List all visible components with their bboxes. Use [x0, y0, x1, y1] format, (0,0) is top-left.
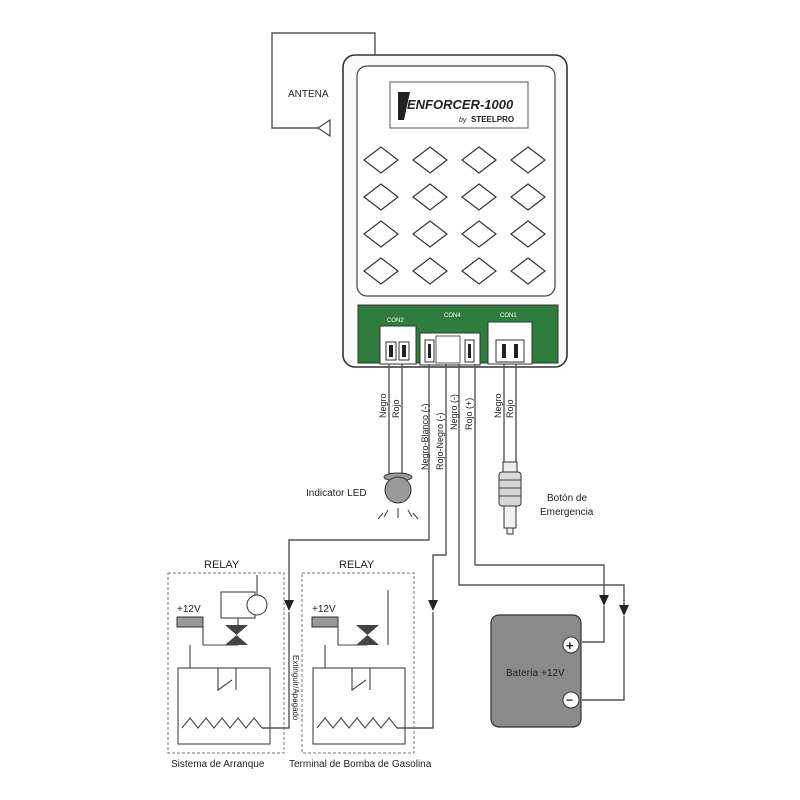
- emergency-button-label-line2: Emergencia: [540, 507, 594, 518]
- con1-label: CON1: [500, 313, 517, 319]
- keypad-key-r3-c1[interactable]: [363, 220, 399, 248]
- keypad-key-r3-c3[interactable]: [461, 220, 497, 248]
- keypad-key-r1-c2[interactable]: [412, 146, 448, 174]
- connector-con1: CON1: [487, 313, 533, 365]
- battery: + − Batería +12V: [490, 595, 629, 728]
- indicator-led: Indicator LED: [306, 472, 419, 520]
- antenna: ANTENA: [271, 32, 376, 138]
- relay-left-caption: Sistema de Arranque: [171, 759, 265, 770]
- wire-label-rojo-negro: Rojo-Negro (-): [435, 412, 445, 470]
- keypad-key-r4-c1[interactable]: [363, 257, 399, 285]
- logo-brand-text: STEELPRO: [471, 115, 514, 124]
- relay-right-title: RELAY: [339, 559, 375, 571]
- antenna-label: ANTENA: [288, 89, 329, 100]
- logo-by-text: by: [459, 117, 467, 124]
- keypad-key-r2-c3[interactable]: [461, 183, 497, 211]
- relay-right-caption: Terminal de Bomba de Gasolina: [289, 759, 432, 770]
- battery-positive-symbol: +: [566, 638, 574, 653]
- wire-label-con1-negro: Negro: [493, 393, 503, 418]
- brand-logo: ENFORCER-1000 by STEELPRO: [389, 81, 529, 129]
- wire-label-rojo: Rojo (+): [464, 398, 474, 430]
- emergency-button: Botón de Emergencia: [498, 461, 594, 535]
- keypad-key-r3-c4[interactable]: [510, 220, 546, 248]
- connector-con4: CON4: [419, 313, 481, 366]
- connector-con2: CON2: [379, 318, 417, 365]
- relay-left-title: RELAY: [204, 559, 240, 571]
- logo-main-text: ENFORCER-1000: [407, 97, 514, 112]
- control-unit: ENFORCER-1000 by STEELPRO CON2 CON4: [342, 54, 568, 368]
- emergency-button-label-line1: Botón de: [547, 493, 587, 504]
- keypad-key-r2-c1[interactable]: [363, 183, 399, 211]
- wires-con2: Negro Rojo: [378, 364, 403, 475]
- wire-label-negro-blanco: Negro-Blanco (-): [420, 403, 430, 470]
- keypad-key-r2-c4[interactable]: [510, 183, 546, 211]
- relay-left-wire-label: Extinguir/Apagado: [291, 655, 300, 721]
- keypad-key-r1-c3[interactable]: [461, 146, 497, 174]
- relay-left-voltage: +12V: [177, 604, 201, 615]
- wire-label-con2-rojo: Rojo: [391, 399, 401, 418]
- wire-label-con1-rojo: Rojo: [505, 399, 515, 418]
- wires-con4: Negro-Blanco (-) Rojo-Negro (-) Negro (-…: [288, 364, 625, 605]
- keypad-key-r4-c3[interactable]: [461, 257, 497, 285]
- keypad: [363, 146, 546, 285]
- keypad-key-r3-c2[interactable]: [412, 220, 448, 248]
- wires-con1: Negro Rojo: [493, 364, 517, 462]
- indicator-led-label: Indicator LED: [306, 488, 367, 499]
- keypad-key-r1-c1[interactable]: [363, 146, 399, 174]
- wire-label-con2-negro: Negro: [378, 393, 388, 418]
- keypad-key-r1-c4[interactable]: [510, 146, 546, 174]
- keypad-key-r2-c2[interactable]: [412, 183, 448, 211]
- relay-left: RELAY +12V Extinguir/Apagado Sistema de …: [167, 559, 300, 770]
- battery-negative-symbol: −: [566, 693, 573, 707]
- battery-label: Batería +12V: [506, 668, 565, 679]
- con2-label: CON2: [387, 318, 404, 324]
- keypad-key-r4-c4[interactable]: [510, 257, 546, 285]
- relay-right-voltage: +12V: [312, 604, 336, 615]
- con4-label: CON4: [444, 313, 461, 319]
- wire-label-negro: Negro (-): [449, 394, 459, 430]
- relay-right: RELAY +12V Terminal de Bomba de Gasolina: [289, 559, 438, 770]
- keypad-key-r4-c2[interactable]: [412, 257, 448, 285]
